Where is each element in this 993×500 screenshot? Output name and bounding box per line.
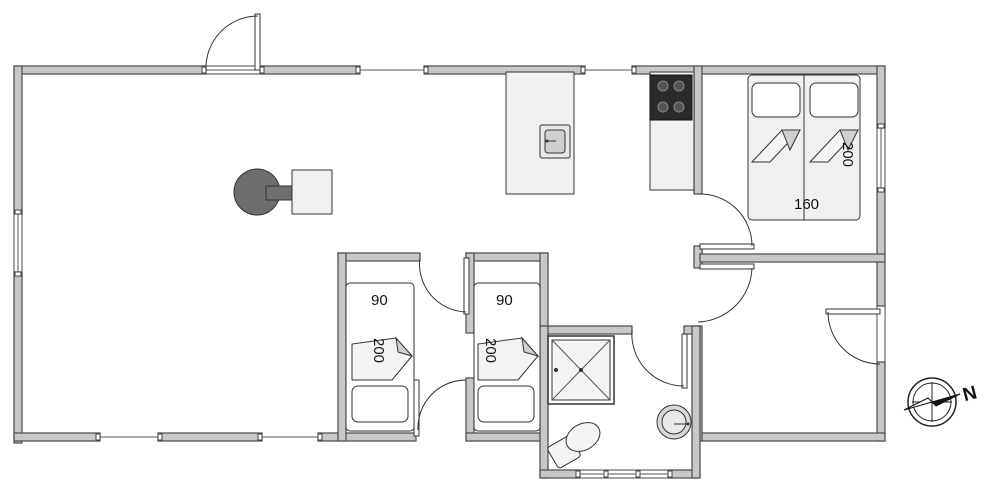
- wood-stove-icon: [233, 168, 333, 216]
- duvet-fold-left: [750, 129, 802, 163]
- washbasin-icon: [656, 404, 692, 440]
- bedroom-door-right: [697, 263, 755, 323]
- single-bed-left-width-label: 90: [371, 292, 388, 309]
- stove-icon: [649, 74, 693, 121]
- double-bed: 160 200: [747, 74, 861, 221]
- window-top-left: [205, 65, 261, 75]
- single-bed-left-length-label: 200: [370, 338, 387, 363]
- bedroom-door-top: [697, 193, 755, 250]
- small-bedroom-door-bottom: [413, 379, 467, 437]
- window-bedroom-right: [876, 127, 886, 189]
- window-bathroom-bottom: [579, 469, 669, 479]
- walls: [13, 65, 886, 479]
- double-bed-length-label: 200: [839, 142, 856, 167]
- sink-icon: [539, 124, 571, 159]
- kitchen: [505, 71, 695, 195]
- single-bed-right-width-label: 90: [496, 292, 513, 309]
- single-bed-left: 90 200: [345, 282, 415, 432]
- doors: [205, 13, 881, 437]
- shower-icon: [547, 335, 615, 405]
- single-bed-right-length-label: 200: [482, 338, 499, 363]
- compass-icon: N: [903, 377, 980, 427]
- window-left-wall: [13, 213, 23, 273]
- window-jambs: [14, 66, 885, 478]
- toilet-icon: [547, 422, 601, 469]
- bathroom-door: [631, 329, 688, 389]
- single-bed-right: 90 200: [473, 282, 541, 432]
- compass-north-label: N: [961, 382, 980, 406]
- right-room-door: [825, 308, 881, 365]
- double-bed-width-label: 160: [794, 196, 819, 213]
- entrance-door: [205, 13, 261, 71]
- duvet-fold-right: [808, 129, 860, 163]
- small-bedroom-door-top: [419, 256, 470, 315]
